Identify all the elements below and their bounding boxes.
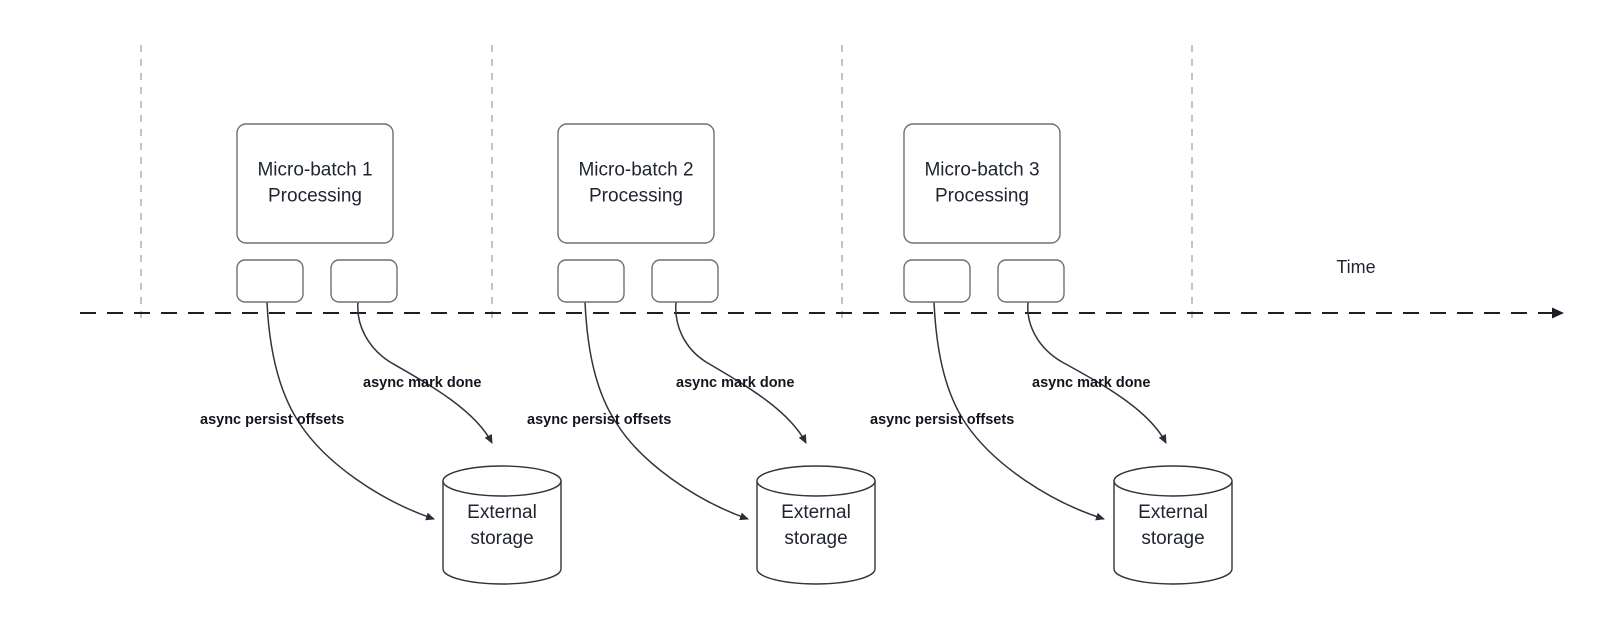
- group-3-persist-offsets-task[interactable]: [903, 259, 971, 303]
- group-1-async-persist-offsets-edge: [266, 301, 435, 521]
- group-3-async-persist-offsets-edge: [933, 301, 1105, 521]
- group-3-mark-done-task[interactable]: [997, 259, 1065, 303]
- group-3-batch-box[interactable]: [903, 123, 1061, 244]
- group-2-batch-box[interactable]: [557, 123, 715, 244]
- group-2-batch-label-line1: Micro-batch 2: [578, 160, 693, 181]
- group-1-persist-offsets-task[interactable]: [236, 259, 304, 303]
- group-2-batch-label-line2: Processing: [589, 186, 683, 207]
- group-2-async-persist-offsets-edge-label: async persist offsets: [527, 412, 671, 428]
- group-3-storage-body[interactable]: [1113, 480, 1233, 585]
- group-2-async-mark-done-edge-label: async mark done: [676, 375, 794, 391]
- group-1-storage-label-line1: External: [467, 502, 537, 523]
- group-3-storage-label-line2: storage: [1141, 528, 1204, 549]
- group-2-storage-body[interactable]: [756, 480, 876, 585]
- edge-labels-layer: async persist offsets async mark done asyn…: [200, 375, 1150, 428]
- group-3-batch-label-line1: Micro-batch 3: [924, 160, 1039, 181]
- group-2-persist-offsets-task[interactable]: [557, 259, 625, 303]
- divider-lines: [140, 45, 1193, 318]
- group-3-storage-top: [1113, 465, 1233, 497]
- group-1-mark-done-task[interactable]: [330, 259, 398, 303]
- group-1-batch-box[interactable]: [236, 123, 394, 244]
- group-2-async-persist-offsets-edge: [584, 301, 749, 521]
- group-3-async-mark-done-edge: [1027, 301, 1167, 444]
- group-1-async-persist-offsets-edge-label: async persist offsets: [200, 412, 344, 428]
- group-2-storage-label-line2: storage: [784, 528, 847, 549]
- group-1-async-mark-done-edge-label: async mark done: [363, 375, 481, 391]
- group-2-mark-done-task[interactable]: [651, 259, 719, 303]
- group-2-storage-top: [756, 465, 876, 497]
- edges-layer: [266, 301, 1167, 521]
- group-2-async-mark-done-edge: [675, 301, 807, 444]
- group-1-storage-label-line2: storage: [470, 528, 533, 549]
- group-2-storage-label-line1: External: [781, 502, 851, 523]
- group-1-async-mark-done-edge: [357, 301, 493, 444]
- group-1-storage-body[interactable]: [442, 480, 562, 585]
- time-axis-label: Time: [1336, 257, 1375, 277]
- group-1-batch-label-line2: Processing: [268, 186, 362, 207]
- group-1-batch-label-line1: Micro-batch 1: [257, 160, 372, 181]
- group-3-async-persist-offsets-edge-label: async persist offsets: [870, 412, 1014, 428]
- time-axis: Time: [80, 257, 1564, 319]
- group-1-storage-top: [442, 465, 562, 497]
- group-3-storage-label-line1: External: [1138, 502, 1208, 523]
- group-3-batch-label-line2: Processing: [935, 186, 1029, 207]
- group-3-async-mark-done-edge-label: async mark done: [1032, 375, 1150, 391]
